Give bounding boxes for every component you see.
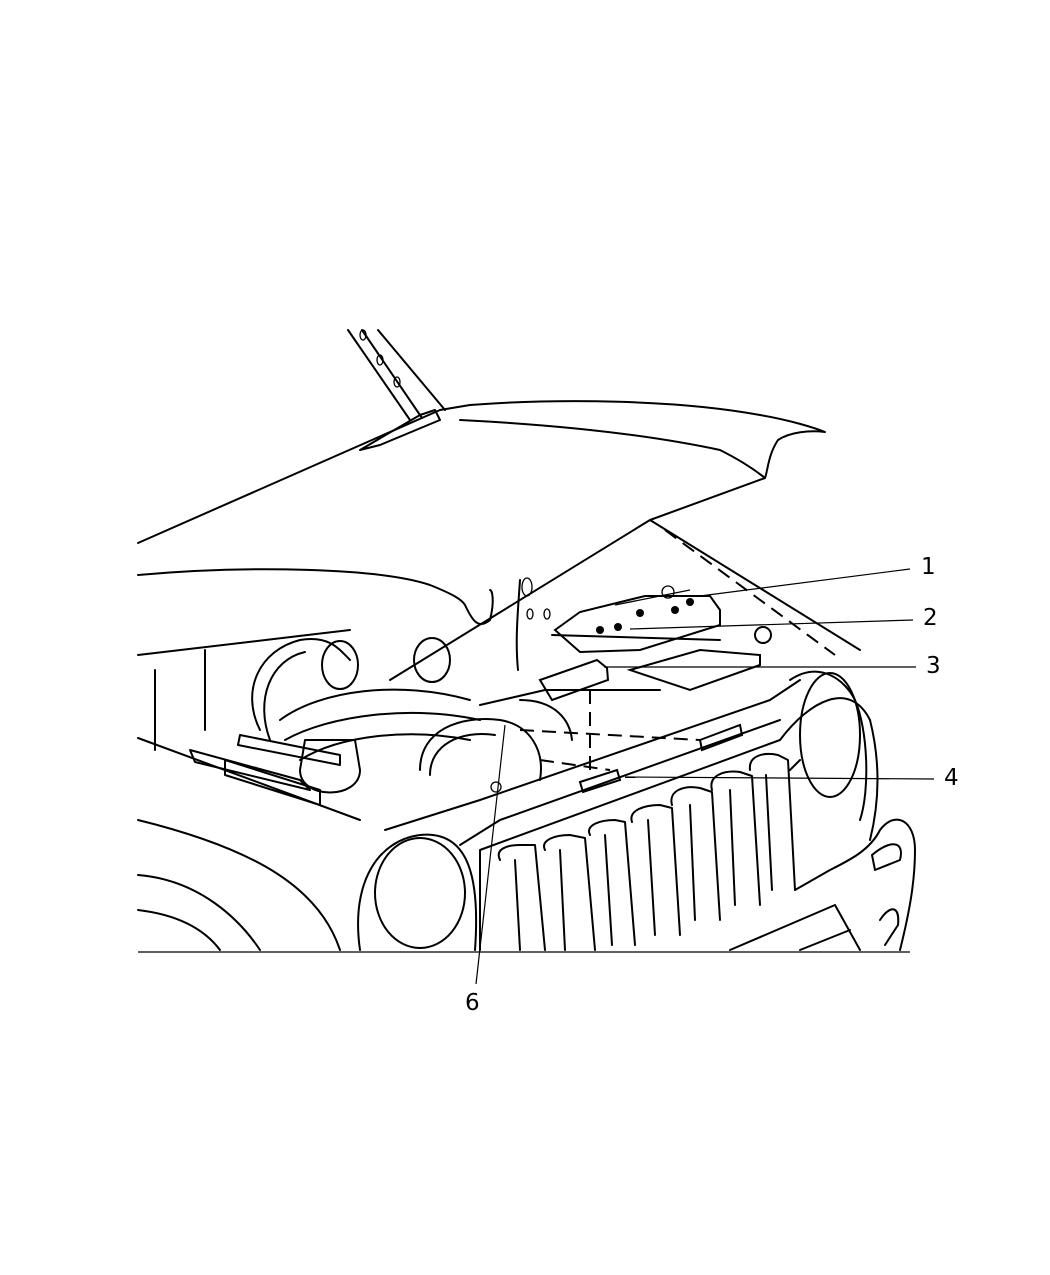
leader-4 xyxy=(624,776,935,780)
fuse-box xyxy=(551,585,772,654)
front-bumper xyxy=(729,818,916,951)
leader-2 xyxy=(629,619,914,630)
engine-intake xyxy=(237,637,573,794)
leader-6 xyxy=(475,724,506,985)
callout-6: 6 xyxy=(465,990,480,1016)
grille xyxy=(479,697,879,951)
callout-2: 2 xyxy=(923,605,938,631)
hood-prop-rod xyxy=(347,329,446,451)
left-fender xyxy=(137,629,361,951)
left-headlamp xyxy=(357,833,478,951)
callout-leaders xyxy=(475,568,935,985)
radiator-support xyxy=(384,679,801,846)
hood xyxy=(137,400,826,681)
callout-1: 1 xyxy=(921,554,936,580)
leader-1 xyxy=(699,568,911,597)
cowl-panel xyxy=(464,519,861,671)
callout-4: 4 xyxy=(944,765,959,791)
right-headlamp xyxy=(789,670,868,821)
callout-3: 3 xyxy=(926,653,941,679)
